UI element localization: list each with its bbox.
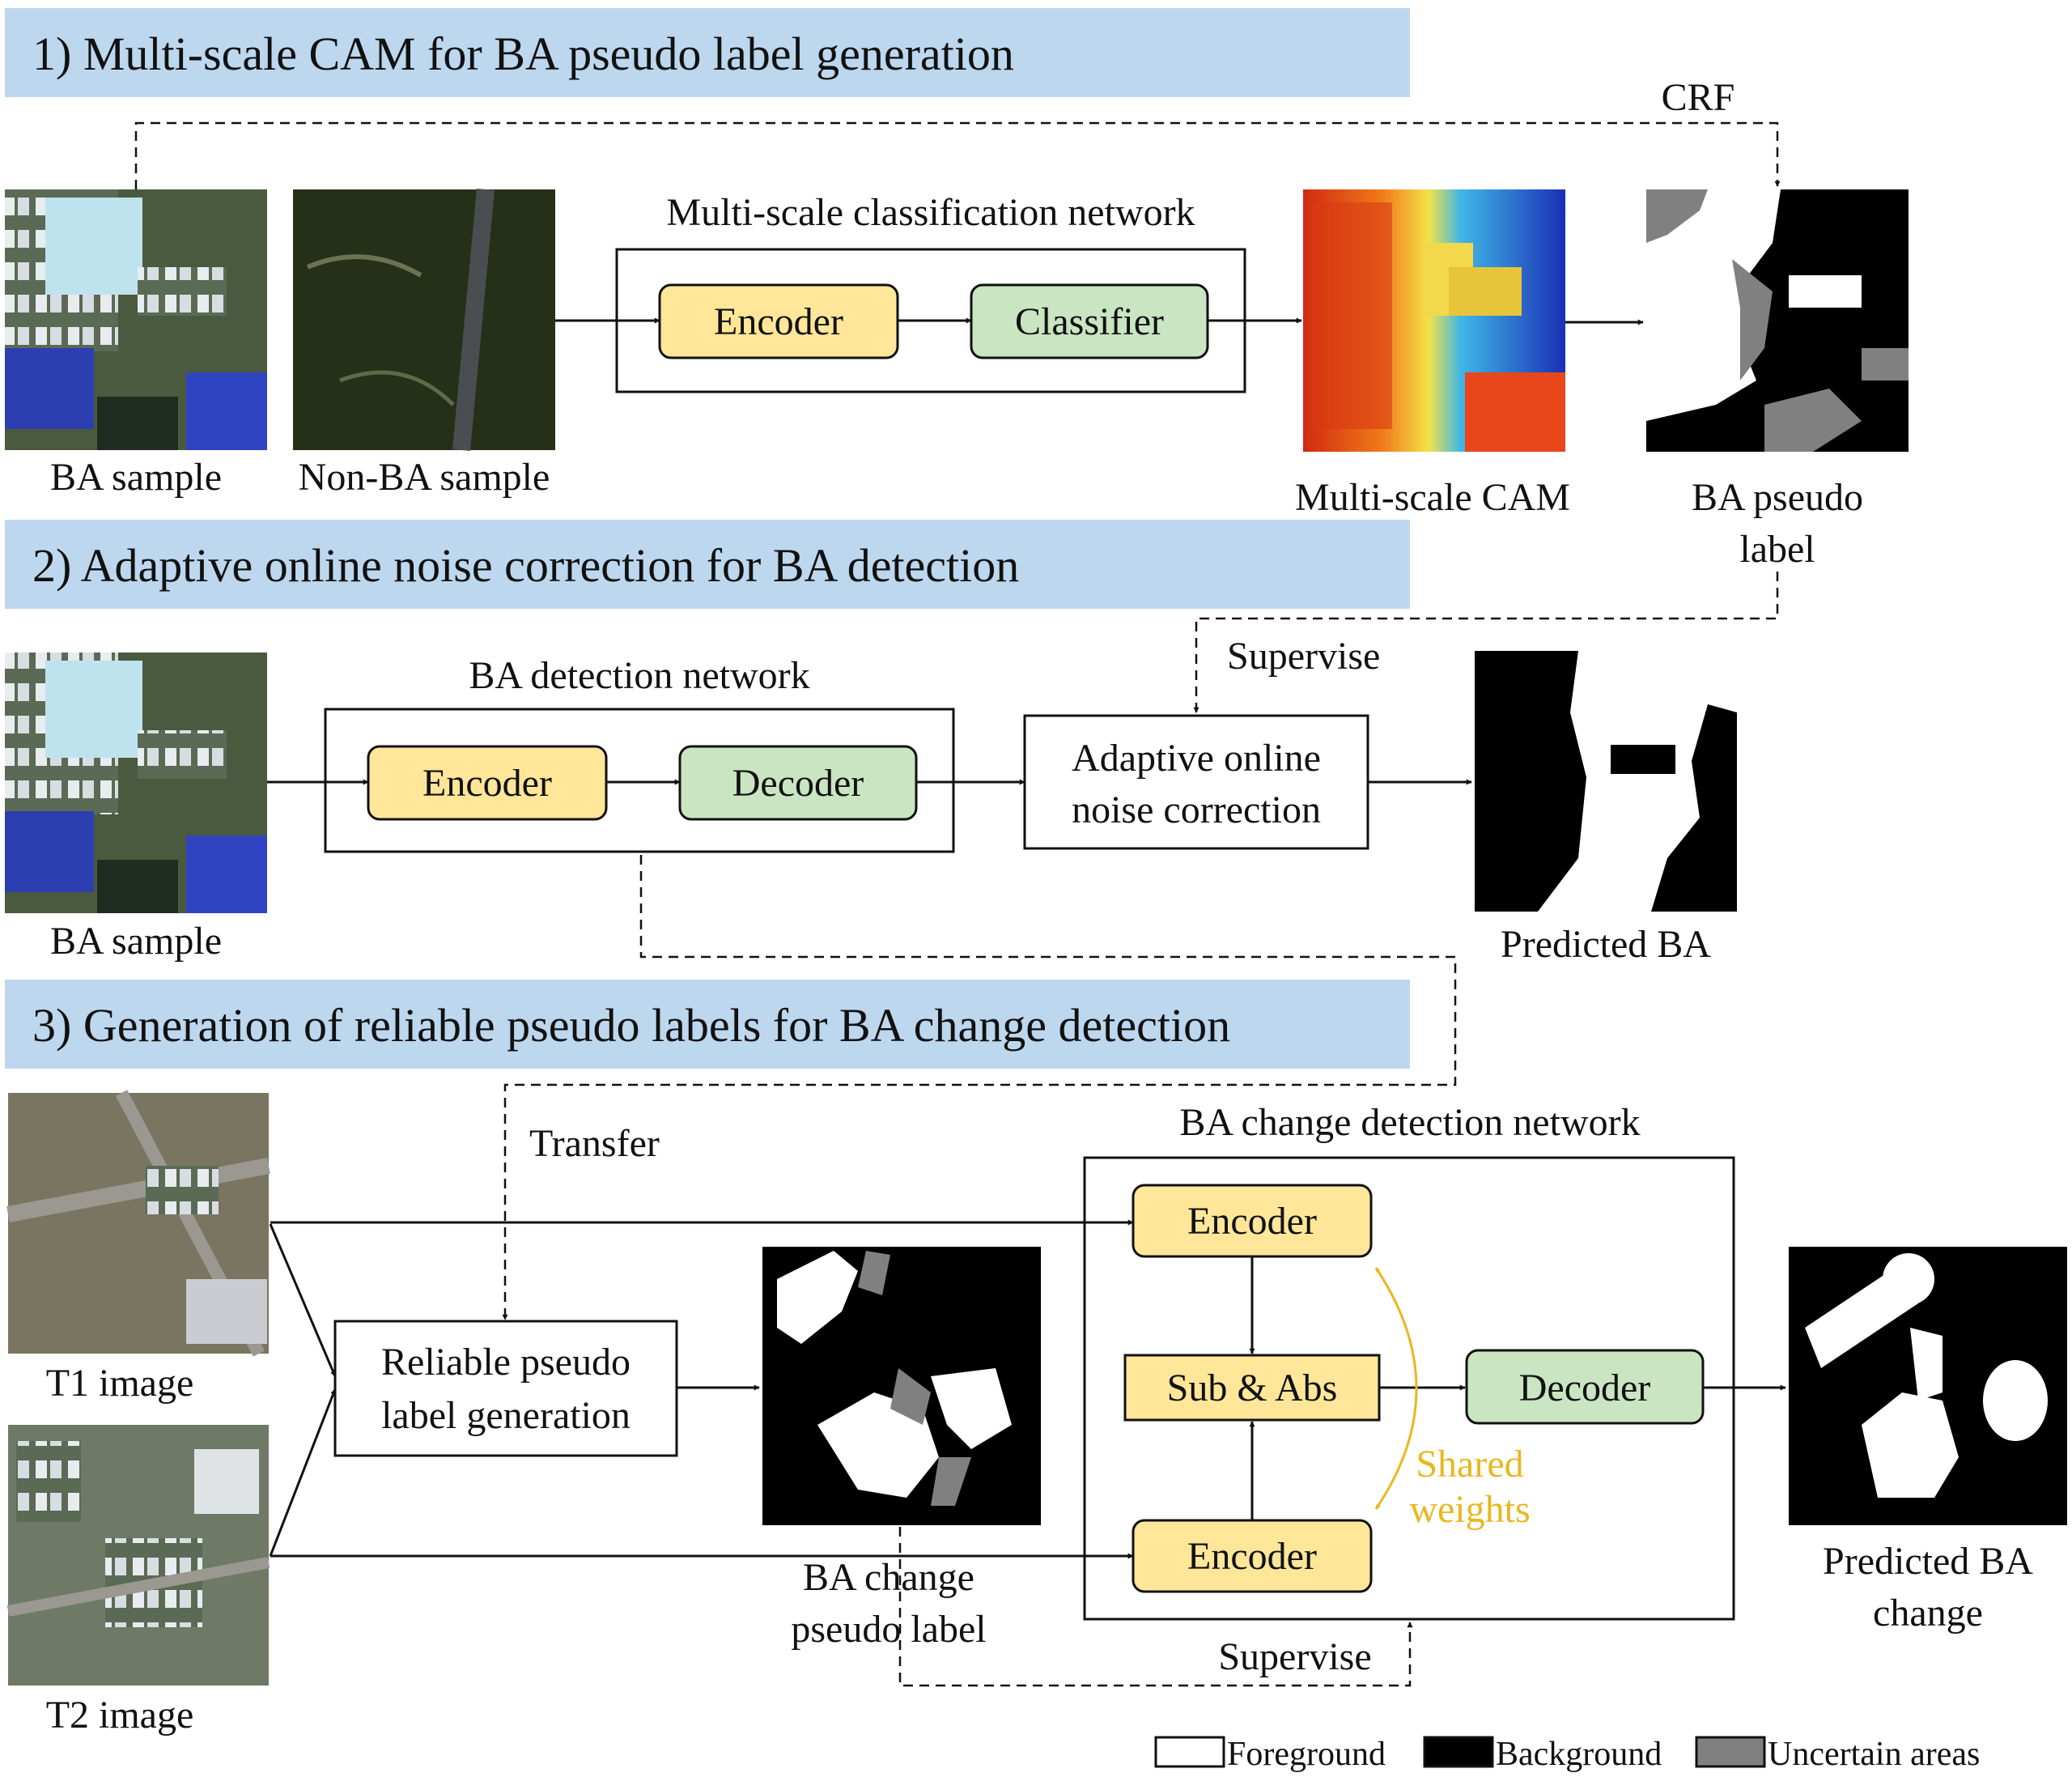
decoder-label-2: Decoder (732, 762, 864, 805)
ba-change-pseudo-label-line2: pseudo label (791, 1608, 986, 1651)
legend-foreground-label: Foreground (1227, 1736, 1386, 1773)
t1-image (6, 1090, 270, 1357)
predicted-change-line1: Predicted BA (1823, 1540, 2033, 1583)
section-2-title: 2) Adaptive online noise correction for … (32, 539, 1019, 592)
predicted-ba-image (1475, 651, 1737, 912)
supervise-label-1: Supervise (1227, 635, 1380, 678)
non-ba-sample-label: Non-BA sample (299, 456, 550, 499)
noise-correction-box (1023, 714, 1369, 850)
encoder-label-bottom: Encoder (1187, 1535, 1317, 1578)
sub-abs-box (1123, 1354, 1381, 1422)
ba-pseudo-label-line1: BA pseudo (1692, 476, 1863, 519)
multi-scale-cam-label: Multi-scale CAM (1295, 476, 1570, 519)
section-1-title: 1) Multi-scale CAM for BA pseudo label g… (32, 28, 1014, 80)
legend-uncertain-swatch (1695, 1736, 1766, 1768)
legend: Foreground Background Uncertain areas (1154, 1736, 1980, 1773)
ba-sample-image (5, 189, 267, 450)
t1-label: T1 image (46, 1362, 194, 1405)
crf-label: CRF (1662, 76, 1735, 119)
supervise-label-2: Supervise (1218, 1635, 1371, 1678)
section-1-banner (5, 8, 1410, 97)
arrow-t2-to-reliable (269, 1388, 337, 1557)
t2-image (6, 1425, 270, 1686)
noise-correction-line1: Adaptive online (1072, 737, 1321, 780)
sub-abs-label: Sub & Abs (1167, 1367, 1338, 1409)
classification-network-title: Multi-scale classification network (666, 191, 1195, 234)
reliable-pseudo-line1: Reliable pseudo (381, 1341, 631, 1384)
transfer-dashed-path (502, 855, 1457, 1320)
predicted-ba-change-image (1789, 1247, 2067, 1525)
shared-weights-line1: Shared (1416, 1443, 1523, 1486)
t2-label: T2 image (46, 1694, 194, 1737)
section-2-banner (5, 520, 1410, 609)
arrow-t1-to-reliable (269, 1223, 337, 1377)
ba-change-pseudo-label-line1: BA change (803, 1556, 974, 1599)
non-ba-sample-image (293, 188, 555, 452)
section-3-title: 3) Generation of reliable pseudo labels … (32, 999, 1230, 1052)
detection-network-frame (324, 708, 955, 853)
decoder-label-3: Decoder (1519, 1367, 1651, 1409)
legend-uncertain-label: Uncertain areas (1768, 1736, 1980, 1773)
reliable-pseudo-line2: label generation (381, 1394, 631, 1437)
supervise-dashed-path-2 (898, 1527, 1413, 1687)
predicted-change-line2: change (1873, 1592, 1983, 1635)
encoder-label-1: Encoder (714, 300, 843, 343)
ba-pseudo-label-line2: label (1739, 528, 1815, 571)
crf-dashed-path (134, 121, 1781, 189)
shared-weights-arrow (1374, 1267, 1418, 1510)
legend-background-swatch (1423, 1736, 1494, 1768)
ba-sample-image-2 (5, 653, 267, 913)
classifier-label: Classifier (1015, 300, 1164, 343)
encoder-label-top: Encoder (1187, 1200, 1317, 1243)
ba-change-pseudo-label-image (762, 1247, 1041, 1525)
detection-network-title: BA detection network (469, 654, 809, 697)
section-3-banner (5, 980, 1410, 1069)
supervise-dashed-path-1 (1193, 572, 1779, 713)
multi-scale-cam-image (1303, 189, 1565, 452)
legend-background-label: Background (1496, 1736, 1662, 1773)
reliable-pseudo-box (333, 1320, 678, 1457)
change-network-title: BA change detection network (1179, 1101, 1640, 1144)
encoder-label-2: Encoder (422, 762, 552, 805)
noise-correction-line2: noise correction (1072, 789, 1321, 831)
transfer-label: Transfer (529, 1122, 660, 1165)
predicted-ba-label: Predicted BA (1501, 923, 1711, 966)
shared-weights-line2: weights (1409, 1488, 1530, 1531)
legend-foreground-swatch (1154, 1736, 1225, 1768)
ba-pseudo-label-image (1646, 189, 1909, 452)
ba-sample-label: BA sample (50, 456, 222, 499)
ba-sample-label-2: BA sample (50, 920, 222, 963)
